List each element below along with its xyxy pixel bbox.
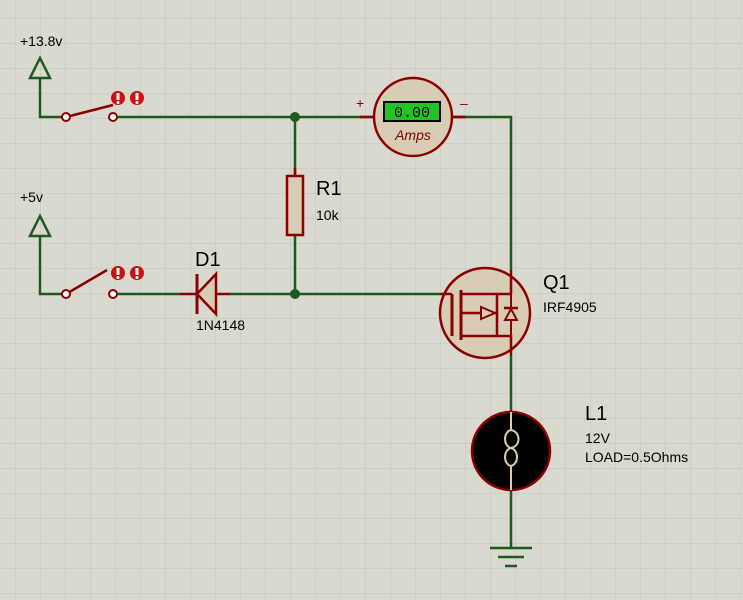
l1-load: LOAD=0.5Ohms <box>585 449 688 465</box>
r1-value: 10k <box>316 207 340 223</box>
wires <box>38 78 513 548</box>
power-terminal-a[interactable]: +13.8v <box>20 33 62 80</box>
ammeter[interactable]: 0.00 Amps + – <box>356 76 468 158</box>
q1-value: IRF4905 <box>543 299 597 315</box>
l1-ref: L1 <box>585 403 607 425</box>
lamp-l1[interactable]: L1 12V LOAD=0.5Ohms <box>470 403 688 492</box>
wire-supply-a <box>38 78 66 119</box>
d1-ref: D1 <box>195 249 221 271</box>
switch-1[interactable] <box>61 91 144 122</box>
ammeter-plus-pin: + <box>356 95 364 111</box>
mosfet-q1[interactable]: Q1 IRF4905 <box>438 266 597 360</box>
diode-d1[interactable]: D1 1N4148 <box>180 249 245 333</box>
power-terminal-b[interactable]: +5v <box>20 189 53 238</box>
junction-top <box>290 112 300 122</box>
d1-value: 1N4148 <box>196 317 245 333</box>
switch-2-toggle-button[interactable] <box>111 266 125 280</box>
junction-bottom <box>290 289 300 299</box>
switch-1-toggle-button[interactable] <box>111 91 125 105</box>
switch-2-toggle-button-2[interactable] <box>130 266 144 280</box>
ammeter-display <box>383 101 441 122</box>
wire-supply-b <box>38 236 66 296</box>
q1-ref: Q1 <box>543 272 570 294</box>
ammeter-value: 0.00 <box>394 105 430 122</box>
ammeter-minus-pin: – <box>460 95 468 111</box>
supply-b-label: +5v <box>20 189 43 205</box>
r1-ref: R1 <box>316 178 342 200</box>
resistor-r1[interactable]: R1 10k <box>285 168 342 237</box>
ground-symbol <box>490 546 532 568</box>
wire-meter-to-q1 <box>452 115 513 270</box>
supply-a-label: +13.8v <box>20 33 62 49</box>
l1-voltage: 12V <box>585 430 611 446</box>
switch-1-toggle-button-2[interactable] <box>130 91 144 105</box>
switch-2[interactable] <box>61 266 144 299</box>
ammeter-unit: Amps <box>394 127 431 143</box>
